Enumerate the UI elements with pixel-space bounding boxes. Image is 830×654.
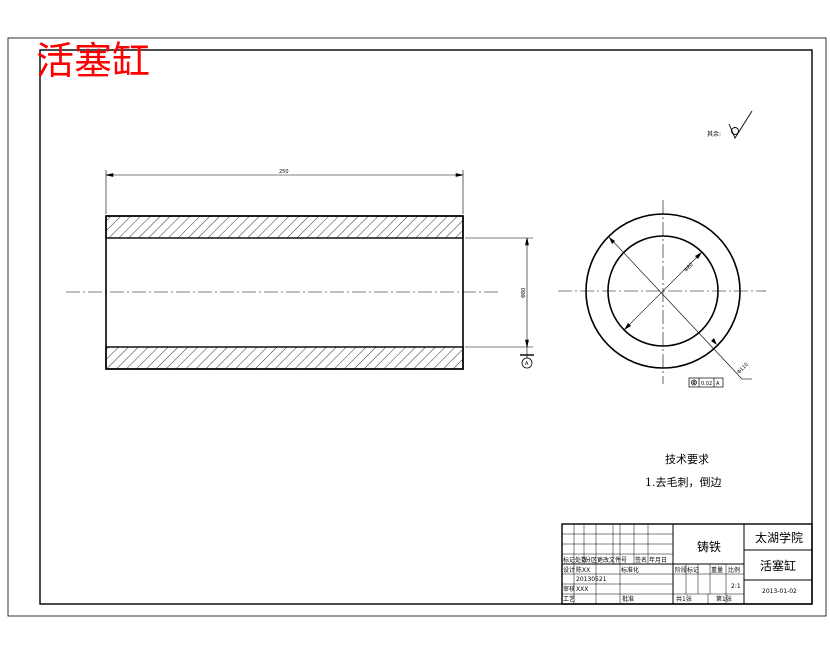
tb-r1-c5: 签名 bbox=[635, 556, 647, 564]
tolerance-frame bbox=[688, 377, 724, 388]
tolerance-value: 0.02 bbox=[701, 381, 712, 387]
tb-designer-name: 陈XX bbox=[576, 566, 590, 574]
tb-r1-c2: 处数 bbox=[575, 556, 587, 564]
outer-diameter-text: Φ110 bbox=[736, 362, 750, 376]
bore-dimension bbox=[465, 237, 533, 355]
tb-review-name: XXX bbox=[576, 586, 588, 593]
tb-scale-header: 比例 bbox=[728, 566, 740, 574]
drawing-title: 活塞缸 bbox=[36, 39, 150, 83]
tb-review-label: 审核 bbox=[563, 585, 575, 593]
tb-weight-header: 重量 bbox=[711, 566, 723, 574]
tb-sheet-no: 第1张 bbox=[716, 595, 732, 603]
tb-date-code: 20130521 bbox=[576, 576, 607, 583]
tb-approve-label: 批准 bbox=[622, 595, 634, 603]
sheet-outer-border bbox=[7, 37, 827, 617]
title-block-drawing-no: 2013-01-02 bbox=[762, 588, 797, 595]
datum-label: A bbox=[525, 361, 529, 367]
drawing-frame bbox=[39, 49, 813, 605]
tb-scale-value: 2:1 bbox=[731, 583, 741, 590]
length-dimension bbox=[105, 170, 464, 214]
tb-r1-c6: 年月日 bbox=[649, 556, 667, 564]
title-block bbox=[561, 523, 813, 605]
tech-req-item: 1.去毛刺，倒边 bbox=[645, 476, 722, 489]
title-block-school: 太湖学院 bbox=[755, 530, 803, 545]
bottom-wall-hatch bbox=[105, 346, 464, 370]
top-wall-hatch bbox=[105, 215, 464, 239]
tb-r1-c1: 标记 bbox=[563, 556, 575, 564]
tb-process-label: 工艺 bbox=[563, 595, 575, 603]
tolerance-datum: A bbox=[716, 381, 720, 387]
length-dimension-text: 250 bbox=[279, 169, 289, 175]
tb-std-label: 标准化 bbox=[621, 566, 639, 574]
datum-symbol-icon bbox=[520, 354, 534, 369]
tb-r1-c3: 分区 bbox=[585, 556, 597, 564]
tb-r1-c4: 更改文件号 bbox=[597, 556, 627, 564]
tech-req-heading: 技术要求 bbox=[665, 453, 709, 466]
concentricity-icon bbox=[691, 379, 697, 386]
bore-dimension-text: Φ80 bbox=[521, 288, 527, 298]
title-block-part-name: 活塞缸 bbox=[760, 558, 796, 573]
title-block-material: 铸铁 bbox=[697, 539, 721, 554]
front-section-view bbox=[66, 215, 500, 370]
inner-diameter-text: Φ80 bbox=[683, 262, 695, 274]
tb-sheets-total: 共1张 bbox=[676, 595, 692, 603]
tb-stage-header: 阶段标记 bbox=[675, 566, 699, 574]
end-view bbox=[558, 200, 766, 384]
tb-designer-label: 设计 bbox=[563, 566, 575, 574]
surface-roughness-symbol-icon bbox=[728, 110, 753, 139]
surface-roughness-note: 其余: bbox=[707, 130, 721, 138]
